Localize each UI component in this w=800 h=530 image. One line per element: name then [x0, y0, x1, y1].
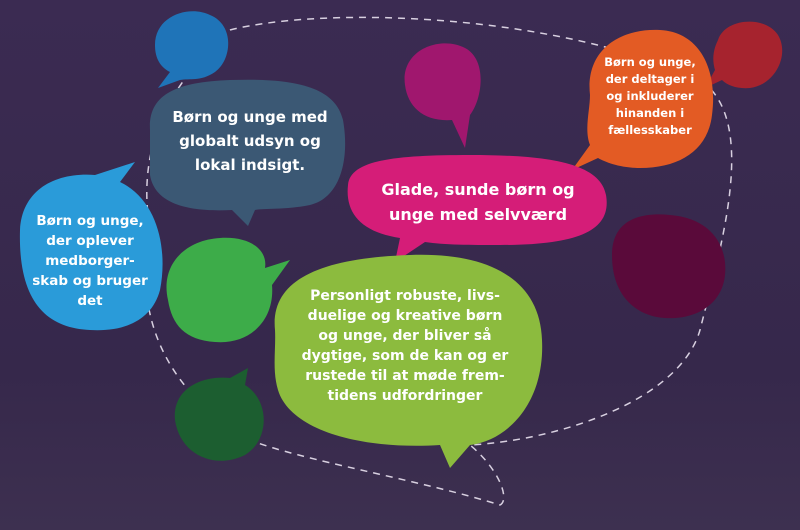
text-line: unge med selvværd	[389, 205, 567, 224]
text-line: globalt udsyn og	[179, 132, 321, 150]
text-line: Børn og unge med	[172, 108, 327, 126]
bubble-blue-small	[155, 11, 229, 88]
text-line: der deltager i	[606, 72, 695, 86]
text-line: Personligt robuste, livs-	[310, 288, 500, 304]
bubble-community: Børn og unge, der deltager i og inkluderer…	[572, 29, 714, 170]
svg-text:Børn og unge,der deltager iog: Børn og unge, der deltager i og inkluderer…	[604, 55, 695, 137]
text-line: hinanden i	[616, 106, 684, 120]
text-line: lokal indsigt.	[195, 156, 305, 174]
text-line: Glade, sunde børn og	[381, 180, 574, 199]
text-line: fællesskaber	[608, 123, 692, 137]
bubble-magenta-small	[404, 43, 481, 148]
bubble-green-small	[166, 237, 290, 343]
bubble-red-small	[705, 21, 783, 89]
text-line: Børn og unge,	[604, 55, 695, 69]
bubble-citizenship: Børn og unge, der oplever medborger-skab o…	[19, 162, 163, 331]
text-line: Børn og unge,	[36, 213, 143, 229]
bubble-maroon	[612, 214, 726, 319]
text-line: duelige og kreative børn	[308, 308, 503, 324]
text-line: dygtige, som de kan og er	[302, 348, 509, 364]
bubble-dark-green	[174, 368, 264, 461]
svg-text:Personligt robuste, livs-dueli: Personligt robuste, livs-duelige og krea…	[302, 288, 509, 404]
bubble-self-worth: Glade, sunde børn og unge med selvværd	[347, 155, 607, 262]
text-line: og inkluderer	[606, 89, 694, 103]
text-line: og unge, der bliver så	[318, 327, 491, 344]
text-line: tidens udfordringer	[328, 388, 483, 404]
text-line: det	[77, 293, 103, 309]
bubble-global-outlook: Børn og unge med globalt udsyn og lokal in…	[149, 79, 346, 226]
text-line: skab og bruger	[32, 273, 148, 289]
text-line: rustede til at møde frem-	[305, 368, 505, 384]
text-line: der oplever	[46, 233, 134, 249]
bubble-robust-children: Personligt robuste, livs-duelige og krea…	[274, 254, 543, 468]
text-line: medborger-	[45, 253, 135, 269]
